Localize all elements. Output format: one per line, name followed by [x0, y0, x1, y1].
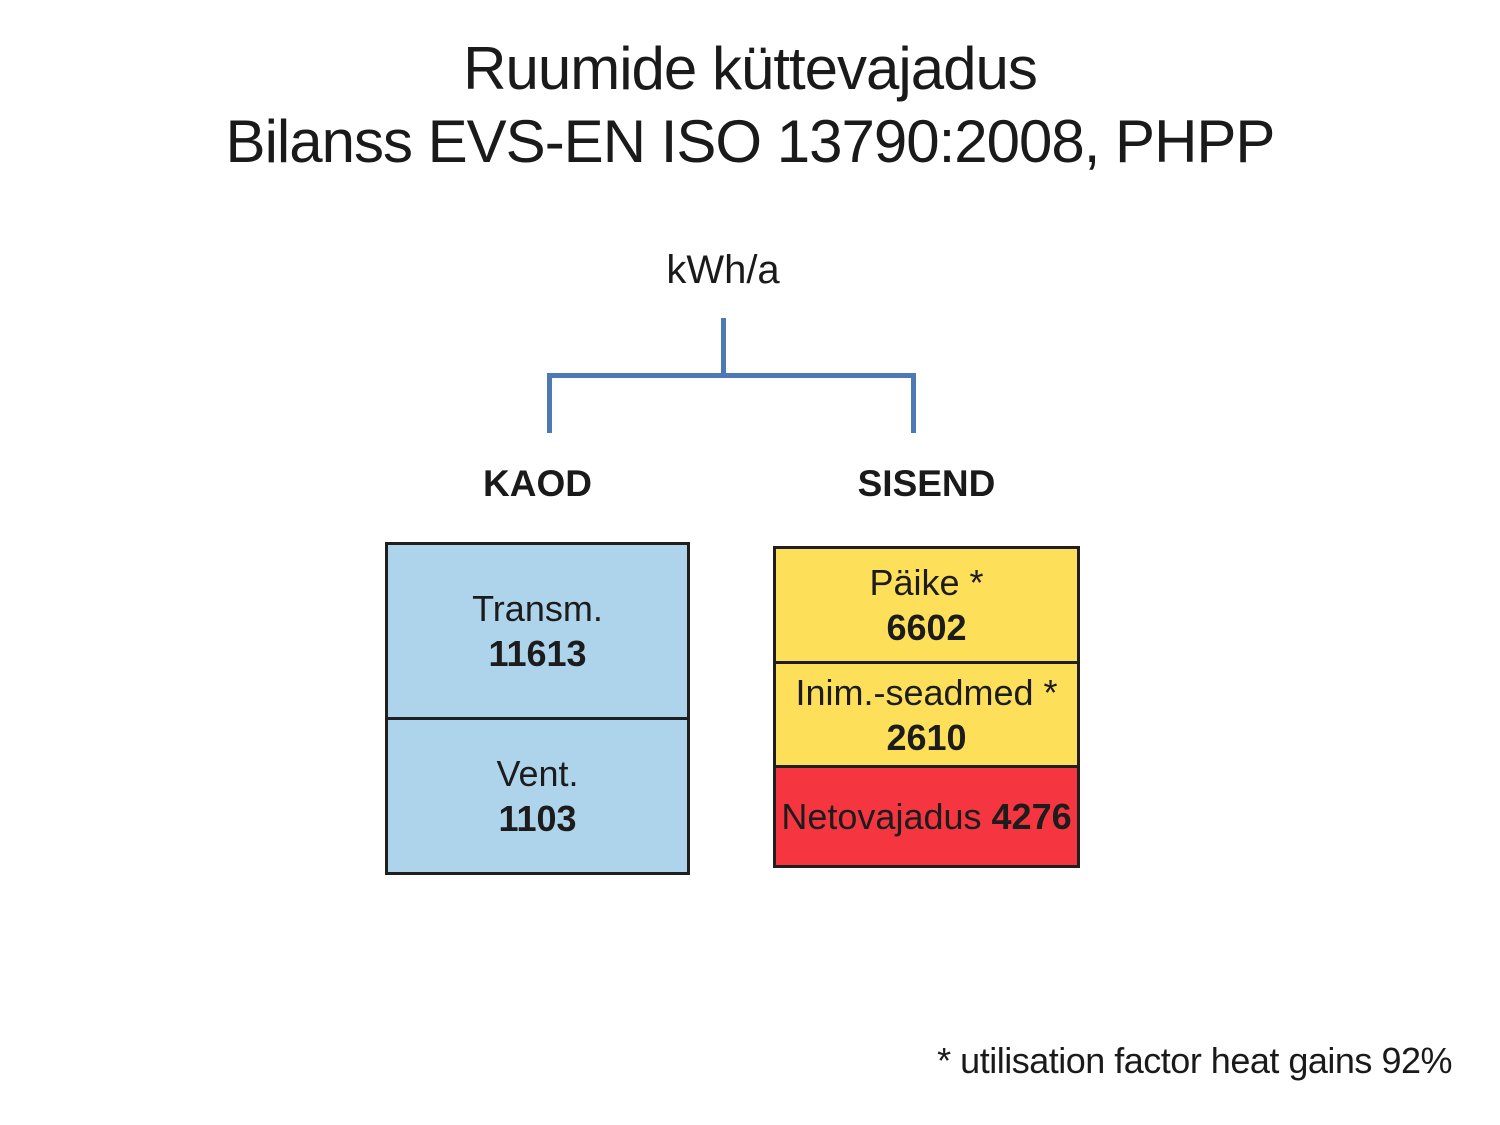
- title-line-1: Ruumide küttevajadus: [463, 35, 1038, 102]
- sisend-cell-netovajadus: Netovajadus 4276: [776, 768, 1077, 865]
- sisend-branch-label: SISEND: [857, 463, 996, 504]
- cell-value: 1103: [498, 798, 577, 839]
- kaod-branch-label: KAOD: [483, 463, 592, 504]
- connector-stem: [721, 318, 726, 377]
- cell-label: Transm.: [472, 588, 603, 629]
- net-label: Netovajadus: [781, 796, 982, 837]
- sisend-box: Päike * 6602 Inim.-seadmed * 2610 Netova…: [773, 546, 1080, 868]
- sisend-cell-paike: Päike * 6602: [776, 549, 1077, 664]
- cell-label: Päike *: [869, 562, 984, 603]
- kaod-cell-transm: Transm. 11613: [388, 545, 687, 720]
- net-line: Netovajadus 4276: [781, 794, 1071, 839]
- connector-left-drop: [547, 373, 552, 433]
- cell-value: 11613: [488, 633, 587, 674]
- title-line-2: Bilanss EVS-EN ISO 13790:2008, PHPP: [225, 108, 1276, 176]
- net-value: 4276: [991, 796, 1072, 837]
- sisend-cell-inim-seadmed: Inim.-seadmed * 2610: [776, 664, 1077, 768]
- connector-crossbar: [547, 373, 916, 378]
- cell-value: 6602: [886, 607, 967, 648]
- footnote: * utilisation factor heat gains 92%: [937, 1040, 1452, 1081]
- tree-root-label: kWh/a: [666, 248, 780, 292]
- kaod-cell-vent: Vent. 1103: [388, 720, 687, 872]
- slide-title: Ruumide küttevajadus Bilanss EVS-EN ISO …: [0, 32, 1500, 178]
- cell-label: Vent.: [496, 753, 579, 794]
- connector-right-drop: [911, 373, 916, 433]
- kaod-box: Transm. 11613 Vent. 1103: [385, 542, 690, 875]
- cell-value: 2610: [886, 716, 967, 758]
- cell-label: Inim.-seadmed *: [795, 671, 1058, 713]
